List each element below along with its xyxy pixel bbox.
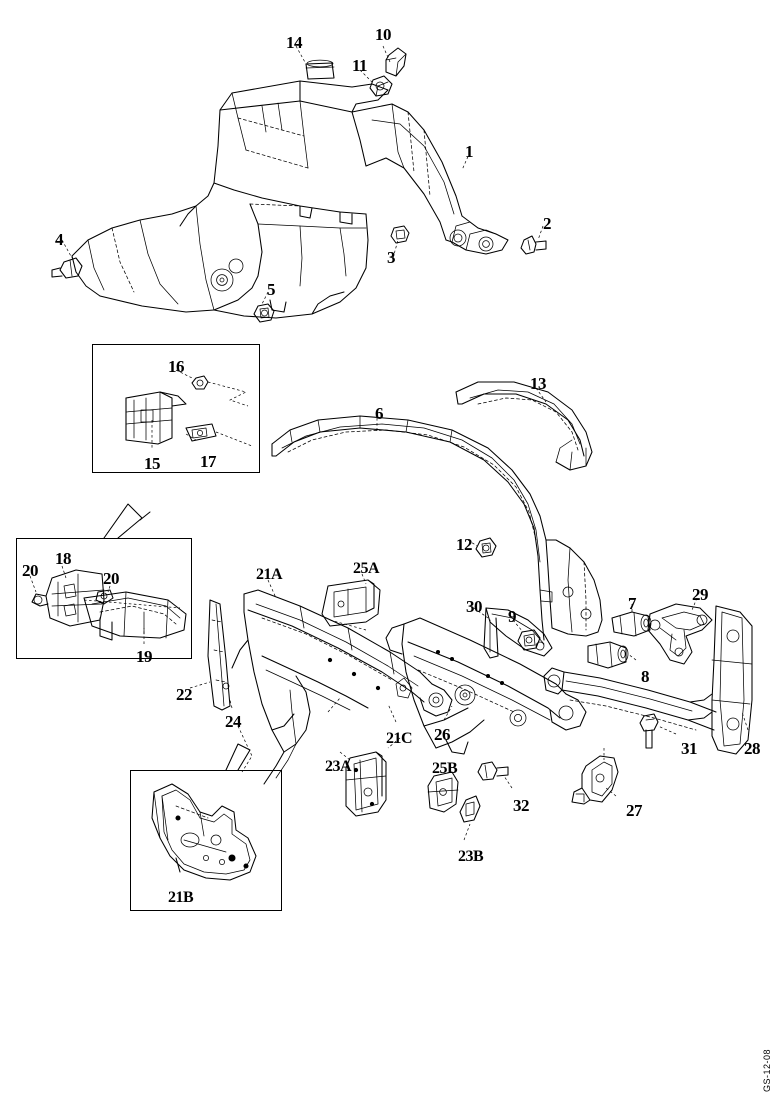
- callout-clip-23B: 23B: [458, 848, 484, 865]
- callout-bolt-32: 32: [513, 796, 530, 815]
- callout-member-21C: 21C: [386, 730, 413, 747]
- inset-2-content: [31, 569, 187, 641]
- callout-bolt-front-left: 4: [55, 230, 64, 249]
- callout-bracket-upper: 10: [375, 25, 392, 44]
- part-1-fender-apron: [71, 80, 509, 319]
- callout-rail-inset: 19: [136, 647, 153, 666]
- part-2-bolt: [520, 235, 547, 255]
- part-22-stiffener: [207, 599, 231, 711]
- callout-bolt-31: 31: [681, 739, 698, 758]
- callout-filler-cap: 14: [286, 33, 303, 52]
- detail-box-21B: [130, 770, 282, 911]
- callout-panel-24: 24: [225, 712, 242, 731]
- part-5-nut: [253, 303, 275, 323]
- part-32-bolt: [477, 761, 509, 781]
- callout-mount-stud: 11: [352, 56, 368, 75]
- leaders-top: [61, 45, 544, 305]
- callout-bushing-7: 7: [628, 594, 637, 613]
- part-25B-bracket: [427, 771, 459, 813]
- part-27-bracket: [571, 755, 619, 805]
- callout-bracket-23A: 23A: [325, 758, 352, 775]
- callout-bolt-rear: 2: [543, 214, 552, 233]
- part-7-bushing: [611, 611, 652, 637]
- callout-fender-apron-panel: 1: [465, 142, 474, 161]
- part-13-rail: [455, 381, 593, 471]
- part-4-bolt: [51, 257, 83, 279]
- callout-bushing-8: 8: [641, 667, 650, 686]
- detail-box-15-16-17: [92, 344, 260, 473]
- inset-3-content: [151, 783, 257, 881]
- callout-upper-rail-right: 13: [530, 374, 547, 393]
- part-14-cap: [305, 59, 335, 80]
- callout-brace-30: 30: [466, 597, 483, 616]
- inset-1-leaders: [151, 369, 253, 448]
- callout-upper-rail-main: 6: [375, 404, 384, 423]
- part-12-bolt: [475, 537, 497, 558]
- inset-1-content: [125, 375, 217, 445]
- part-9-nut: [517, 629, 541, 651]
- part-21A-side-member: [231, 589, 453, 785]
- part-26-cross-member: [385, 617, 587, 755]
- callout-frame-end-28: 28: [744, 739, 761, 758]
- callout-triangular-bracket-29: 29: [692, 585, 709, 604]
- part-29-bracket: [647, 603, 713, 665]
- part-8-bushing: [587, 641, 629, 669]
- callout-bracket-27: 27: [626, 801, 643, 820]
- part-31-bolt: [639, 713, 659, 749]
- part-3-nut: [390, 225, 410, 244]
- inset-2-leaders: [29, 565, 181, 644]
- drawing-code: GS-12-08: [762, 1048, 772, 1092]
- callout-cross-member-26: 26: [434, 725, 451, 744]
- callout-stiffener-22: 22: [176, 685, 193, 704]
- callout-reinforcement-inset: 15: [144, 454, 161, 473]
- callout-nut-washer: 3: [387, 248, 396, 267]
- callout-nut-9: 9: [508, 607, 517, 626]
- callout-member-21B-inset: 21B: [168, 889, 194, 906]
- part-10-bracket: [385, 47, 407, 77]
- callout-clip-left-inset: 20: [22, 561, 39, 580]
- callout-hinge-plate-inset: 18: [55, 549, 72, 568]
- callout-bracket-small-inset: 17: [200, 452, 217, 471]
- leaders-21A: [267, 579, 397, 723]
- part-6-upper-rail: [271, 415, 603, 641]
- callout-bolt-rail: 12: [456, 535, 473, 554]
- callout-apron-side-member-left: 21A: [256, 566, 283, 583]
- part-11-stud: [369, 75, 393, 97]
- callout-nut-lower: 5: [267, 280, 276, 299]
- callout-bracket-25B: 25B: [432, 760, 458, 777]
- detail-box-18-19-20: [16, 538, 192, 659]
- part-25A-bracket: [321, 579, 381, 627]
- part-21C-member: [345, 751, 387, 817]
- callout-clip-right-inset: 20: [103, 569, 120, 588]
- part-23B-clip: [459, 795, 481, 823]
- part-30-brace: [483, 607, 553, 659]
- part-28-frame-end: [543, 605, 753, 755]
- callout-bracket-25A: 25A: [353, 560, 380, 577]
- callout-clip-inset: 16: [168, 357, 185, 376]
